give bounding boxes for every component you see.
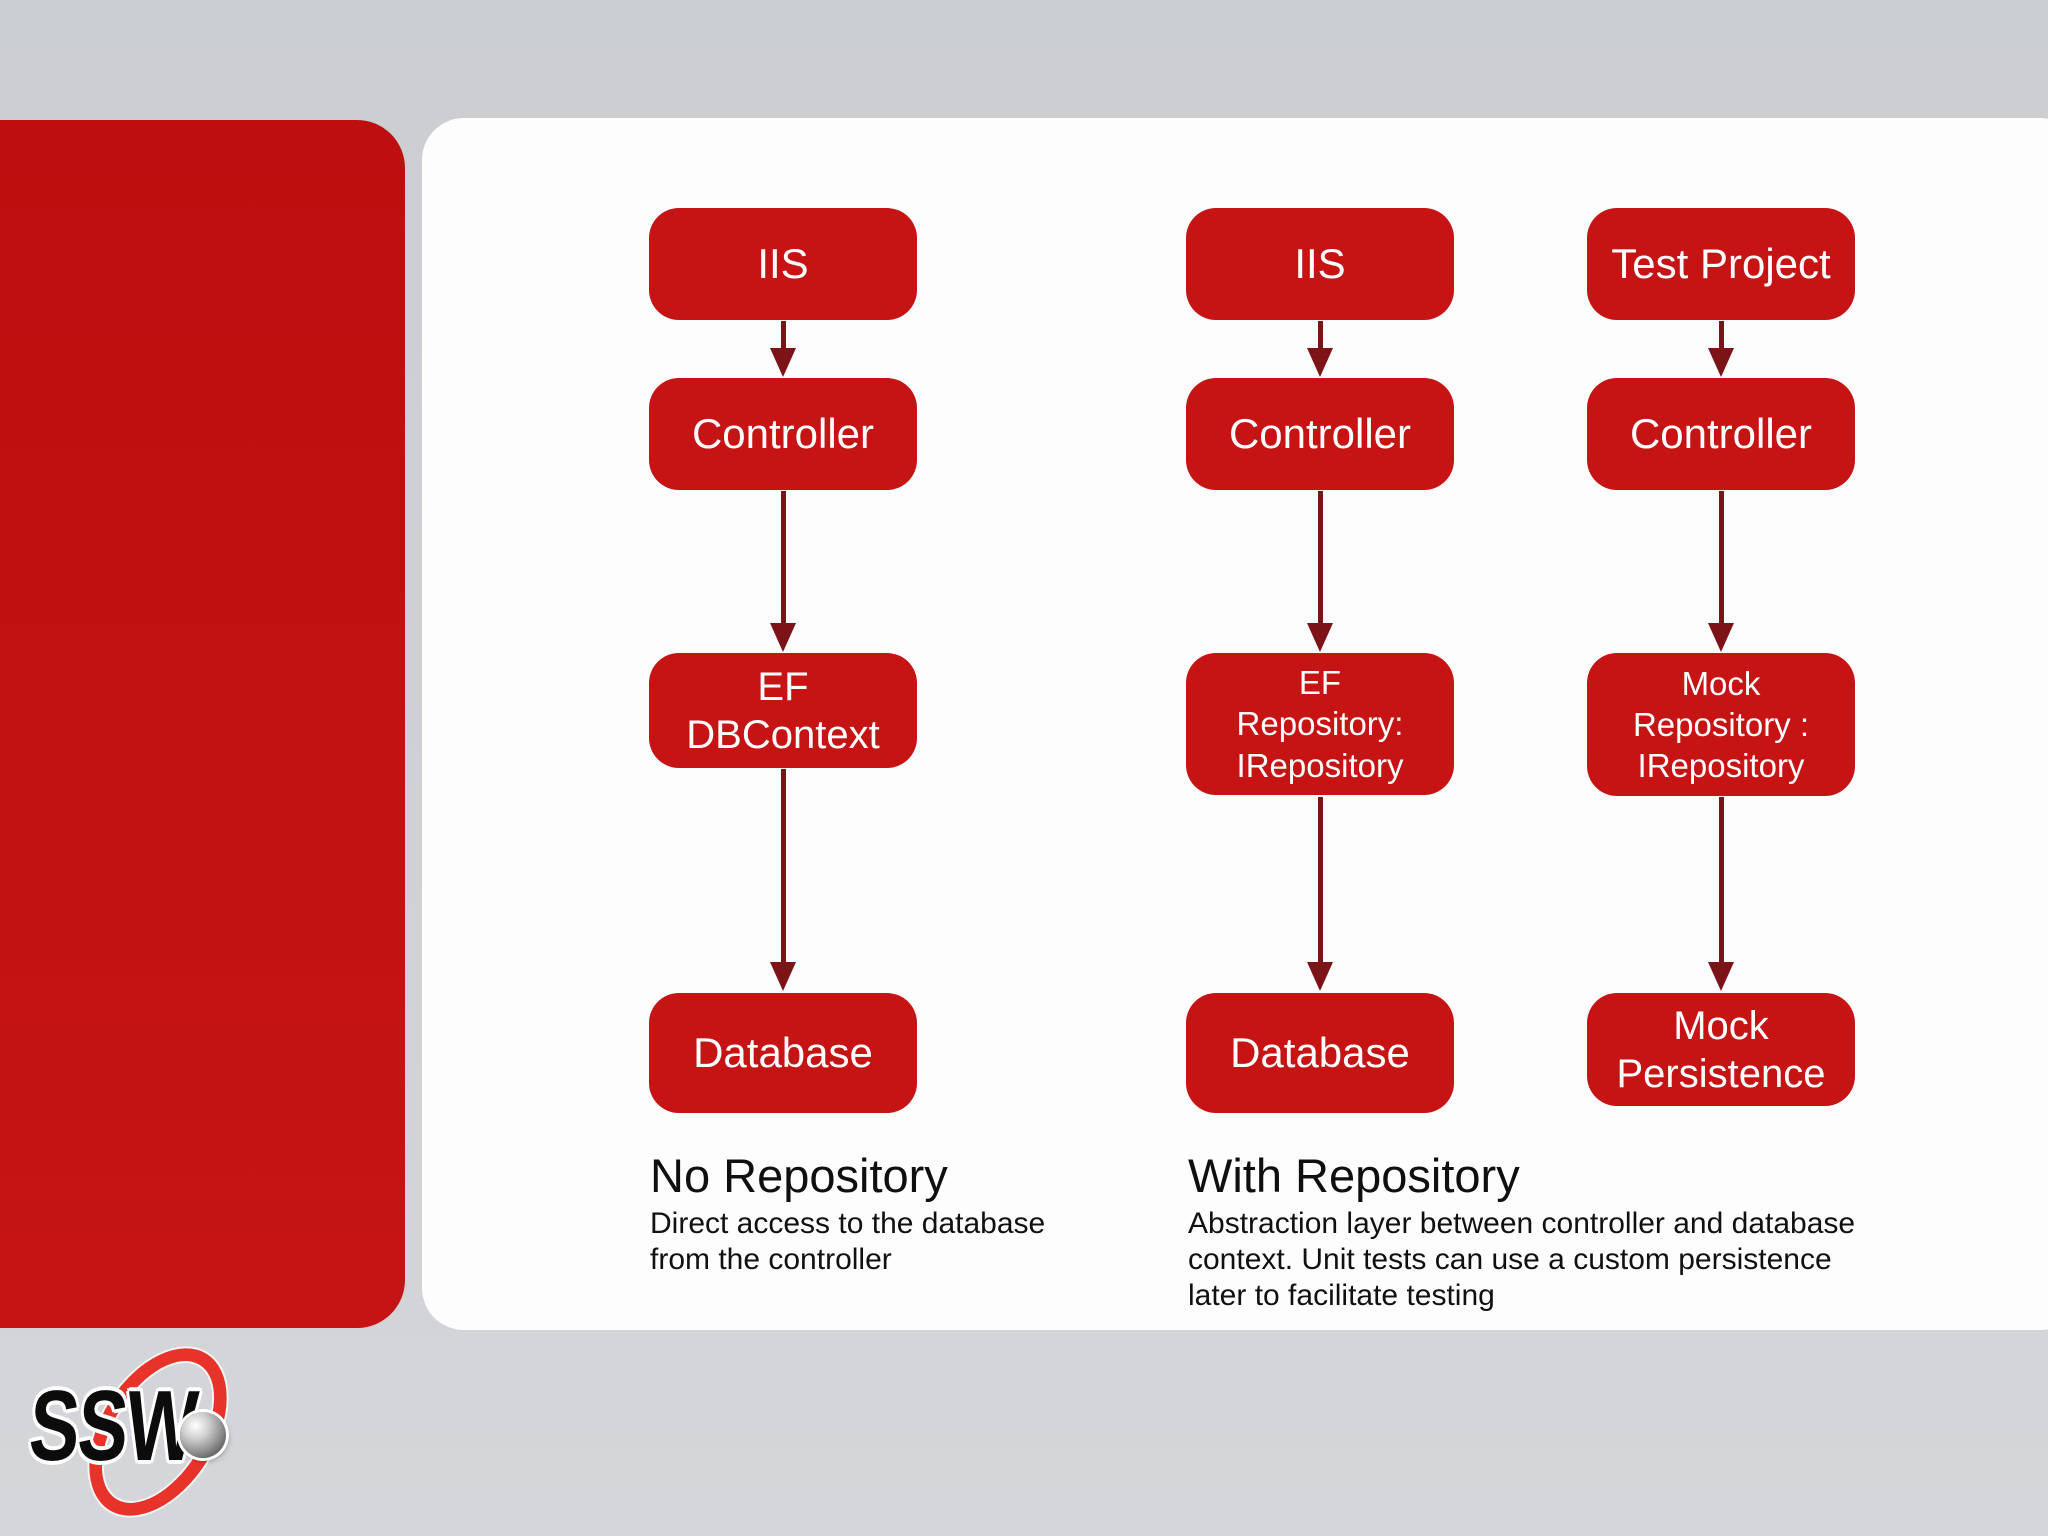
arrow-line — [781, 491, 786, 624]
arrowhead-icon — [770, 623, 796, 652]
arrow-line — [1719, 321, 1724, 349]
left-red-panel — [0, 120, 405, 1328]
arrow-line — [1719, 491, 1724, 624]
flow-box-database-2: Database — [1186, 993, 1454, 1113]
arrowhead-icon — [1708, 962, 1734, 991]
arrow-line — [1318, 797, 1323, 963]
ssw-logo: SSW — [25, 1323, 260, 1536]
arrow-line — [1318, 321, 1323, 349]
arrowhead-icon — [770, 348, 796, 377]
no-repository-heading: No Repository — [650, 1149, 948, 1202]
flow-box-controller-2: Controller — [1186, 378, 1454, 490]
flow-box-iis-2: IIS — [1186, 208, 1454, 320]
with-repository-description: Abstraction layer between controller and… — [1188, 1207, 1856, 1312]
arrowhead-icon — [1708, 348, 1734, 377]
arrowhead-icon — [770, 962, 796, 991]
arrow-line — [781, 769, 786, 963]
flow-box-mock-persistence: Mock Persistence — [1587, 993, 1855, 1106]
flow-box-test-project: Test Project — [1587, 208, 1855, 320]
arrow-line — [1318, 491, 1323, 624]
arrow-line — [1719, 797, 1724, 963]
logo-text: SSW — [26, 1370, 200, 1482]
flow-box-ef-repository: EF Repository: IRepository — [1186, 653, 1454, 795]
arrowhead-icon — [1307, 623, 1333, 652]
with-repository-heading: With Repository — [1188, 1149, 1520, 1202]
flow-box-ef-dbcontext: EF DBContext — [649, 653, 917, 768]
arrowhead-icon — [1708, 623, 1734, 652]
flow-box-database-1: Database — [649, 993, 917, 1113]
flow-box-mock-repository: Mock Repository : IRepository — [1587, 653, 1855, 796]
flow-box-iis-1: IIS — [649, 208, 917, 320]
flow-box-controller-1: Controller — [649, 378, 917, 490]
arrow-line — [781, 321, 786, 349]
logo-globe-icon — [180, 1412, 226, 1458]
flow-box-controller-3: Controller — [1587, 378, 1855, 490]
arrowhead-icon — [1307, 962, 1333, 991]
no-repository-description: Direct access to the database from the c… — [650, 1207, 1046, 1276]
arrowhead-icon — [1307, 348, 1333, 377]
